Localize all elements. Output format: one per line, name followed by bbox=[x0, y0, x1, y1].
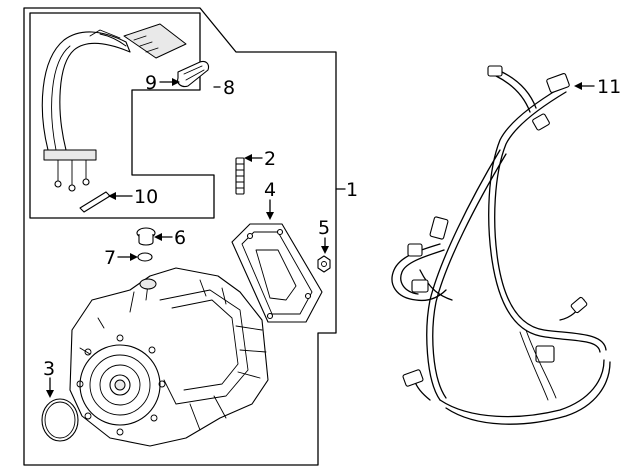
part-2-bolt bbox=[235, 157, 245, 195]
callout-4: 4 bbox=[264, 179, 276, 201]
part-6-plug bbox=[136, 227, 156, 246]
cable-subassembly-box bbox=[29, 12, 215, 219]
part-9-seal bbox=[177, 60, 210, 88]
part-5-nut bbox=[317, 255, 331, 273]
callout-10: 10 bbox=[134, 186, 158, 208]
callout-6: 6 bbox=[174, 227, 186, 249]
assembly-outline bbox=[23, 7, 337, 466]
callout-3: 3 bbox=[43, 358, 55, 380]
callout-11: 11 bbox=[597, 76, 621, 98]
callout-8: 8 bbox=[223, 77, 235, 99]
part-3-seal-ring bbox=[41, 398, 79, 442]
wiring-harness bbox=[391, 65, 611, 425]
part-10-strip bbox=[79, 191, 111, 213]
callout-9: 9 bbox=[145, 72, 157, 94]
hv-cable bbox=[41, 23, 187, 192]
part-4-cover bbox=[231, 223, 323, 323]
drive-unit-housing bbox=[69, 267, 269, 447]
callout-5: 5 bbox=[318, 217, 330, 239]
callout-1: 1 bbox=[346, 179, 358, 201]
part-7-oring bbox=[137, 252, 153, 262]
callout-2: 2 bbox=[264, 148, 276, 170]
callout-7: 7 bbox=[104, 247, 116, 269]
